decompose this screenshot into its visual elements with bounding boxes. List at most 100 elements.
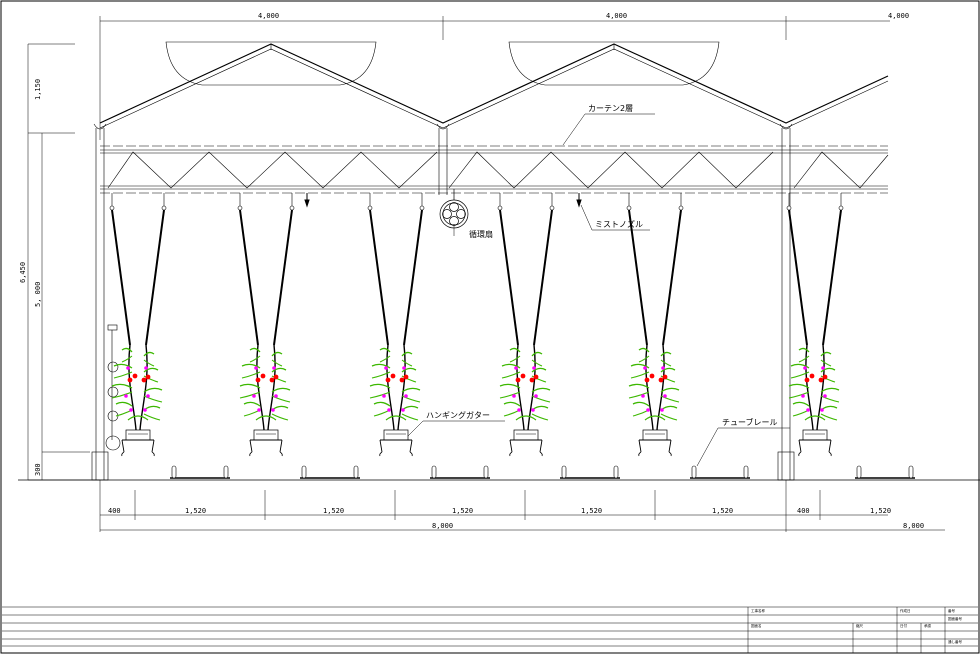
title-block bbox=[2, 606, 978, 653]
wire-hook bbox=[289, 205, 295, 211]
rail-post bbox=[301, 465, 307, 479]
leaf bbox=[501, 363, 521, 369]
bottom-dim-5: 1,520 bbox=[581, 507, 602, 515]
leaf bbox=[369, 383, 391, 389]
flower bbox=[384, 366, 388, 370]
support-wire bbox=[662, 209, 682, 346]
leaf bbox=[531, 387, 551, 393]
tomato-fruit bbox=[403, 374, 409, 380]
flower bbox=[801, 394, 805, 398]
flower bbox=[643, 366, 647, 370]
columns bbox=[91, 123, 795, 481]
tomato-fruit bbox=[529, 377, 535, 383]
title-number: 番号 bbox=[948, 608, 956, 613]
leaf bbox=[143, 367, 159, 373]
bottom-total-1: 8,000 bbox=[432, 522, 453, 530]
plant-stem bbox=[386, 344, 395, 431]
wire-hook bbox=[419, 205, 425, 211]
leaf bbox=[499, 383, 521, 389]
support-wire bbox=[822, 209, 842, 346]
support-wire bbox=[111, 209, 131, 346]
tomato-fruit bbox=[658, 377, 664, 383]
hanging-row bbox=[497, 193, 555, 457]
title-project: 工事名称 bbox=[751, 608, 765, 613]
tomato-fruit bbox=[520, 373, 526, 379]
left-dim-300: 300 bbox=[34, 463, 42, 476]
flower bbox=[823, 394, 827, 398]
leaf bbox=[121, 347, 133, 353]
leaf bbox=[401, 351, 413, 357]
leaf bbox=[660, 387, 680, 393]
tomato-fruit bbox=[141, 377, 147, 383]
tomato-fruit bbox=[260, 373, 266, 379]
bottom-total-2: 8,000 bbox=[903, 522, 924, 530]
rail-post bbox=[431, 465, 437, 479]
wire-hook bbox=[497, 205, 503, 211]
rail-post bbox=[743, 465, 749, 479]
leaf bbox=[660, 375, 676, 383]
flower bbox=[512, 394, 516, 398]
gutter-foot bbox=[121, 451, 155, 457]
leaf bbox=[143, 413, 161, 421]
flower bbox=[531, 408, 535, 412]
leaf bbox=[788, 391, 810, 399]
hanging-row bbox=[367, 193, 425, 457]
flower bbox=[517, 408, 521, 412]
leaf bbox=[820, 387, 840, 393]
top-dim-2: 4,000 bbox=[606, 12, 627, 20]
leaf bbox=[143, 375, 159, 383]
tomato-fruit bbox=[132, 373, 138, 379]
top-dim-3: 4,000 bbox=[888, 12, 909, 20]
rail-post bbox=[223, 465, 229, 479]
leaf bbox=[369, 391, 391, 399]
gutter-support bbox=[638, 439, 672, 453]
title-drawing-no: 図面番号 bbox=[948, 616, 962, 621]
hanging-gutter bbox=[802, 429, 828, 441]
leaf bbox=[820, 413, 838, 421]
leaf bbox=[143, 387, 163, 393]
plant-stem bbox=[256, 344, 265, 431]
roof-vent-domes bbox=[165, 41, 720, 86]
tomato-fruit bbox=[385, 377, 391, 383]
leaf bbox=[798, 355, 810, 363]
leaf bbox=[249, 355, 261, 363]
tomato-fruit bbox=[804, 377, 810, 383]
gutter-support bbox=[798, 439, 832, 453]
flower bbox=[272, 366, 276, 370]
rail-post bbox=[561, 465, 567, 479]
hanging-row bbox=[109, 193, 167, 457]
leaf bbox=[143, 351, 155, 357]
flower bbox=[660, 408, 664, 412]
title-created: 作成日 bbox=[900, 608, 911, 613]
tomato-fruit bbox=[649, 373, 655, 379]
wire-hook bbox=[237, 205, 243, 211]
wall-fixture bbox=[105, 324, 121, 451]
flower bbox=[404, 394, 408, 398]
flower bbox=[402, 366, 406, 370]
leaf bbox=[790, 363, 810, 369]
leaf bbox=[503, 401, 521, 407]
tomato-fruit bbox=[644, 377, 650, 383]
tube-rail bbox=[300, 465, 360, 479]
bottom-dimension bbox=[99, 480, 945, 532]
flower bbox=[124, 394, 128, 398]
support-wire bbox=[403, 209, 423, 346]
wire-hook bbox=[161, 205, 167, 211]
truss bbox=[100, 145, 889, 194]
leaf bbox=[531, 395, 551, 403]
leaf bbox=[515, 415, 537, 421]
leaf bbox=[509, 347, 521, 353]
tomato-fruit bbox=[818, 377, 824, 383]
wire-hook bbox=[838, 205, 844, 211]
leaf bbox=[271, 367, 287, 373]
leaf bbox=[113, 363, 133, 369]
flower bbox=[126, 366, 130, 370]
rail-post bbox=[691, 465, 697, 479]
tomato-fruit bbox=[127, 377, 133, 383]
leaf bbox=[379, 355, 391, 363]
title-approval: 承認 bbox=[924, 623, 932, 628]
support-wire bbox=[239, 209, 259, 346]
leaf bbox=[373, 401, 391, 407]
leaf bbox=[143, 395, 163, 403]
